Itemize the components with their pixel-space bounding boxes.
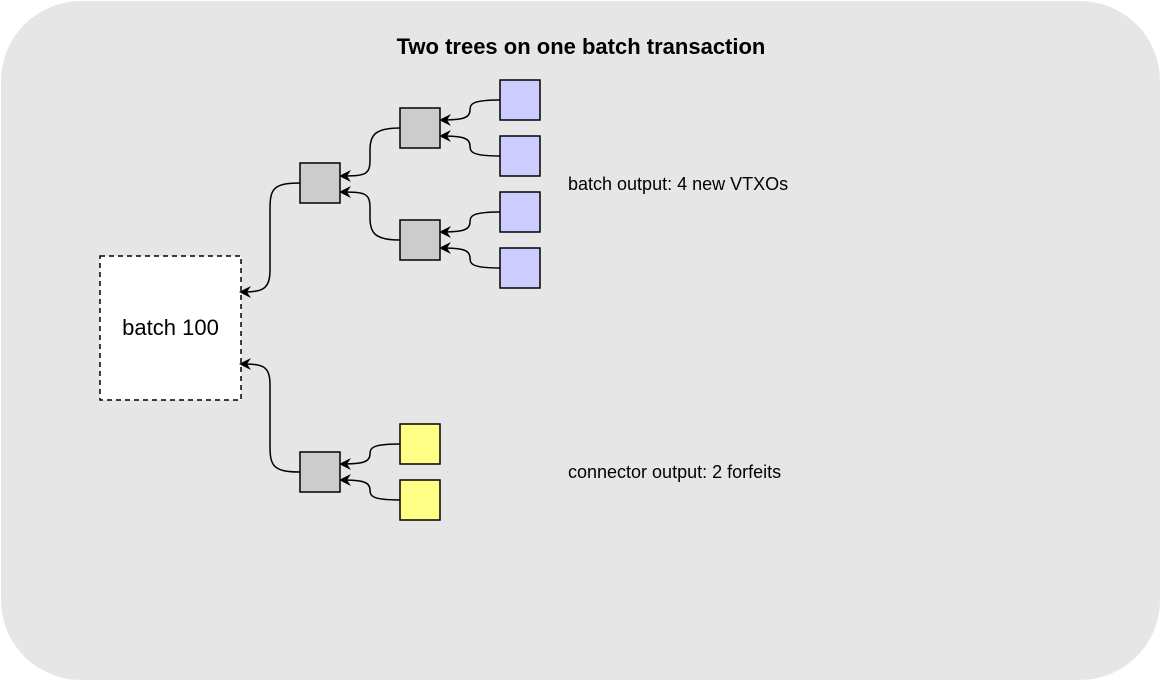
edge-vtxo-4-to-lower-node <box>439 242 501 269</box>
batch-label: batch 100 <box>122 315 219 340</box>
vtxo-leaf-4 <box>499 247 541 289</box>
forfeit-leaf-1 <box>399 423 441 465</box>
vtxo-leaf-1 <box>499 79 541 121</box>
batch-transaction-box <box>99 255 242 401</box>
forfeit-leaf-2 <box>399 479 441 521</box>
edge-vtxo-1-to-upper-node <box>439 99 501 126</box>
edge-vtxo-2-to-upper-node <box>439 130 501 157</box>
batch-output-label: batch output: 4 new VTXOs <box>568 174 789 194</box>
diagram-title: Two trees on one batch transaction <box>396 34 766 59</box>
edge-lower-node-to-root <box>339 186 401 241</box>
edge-upper-node-to-root <box>339 127 401 182</box>
edge-vtxo-3-to-lower-node <box>439 211 501 238</box>
edge-forfeit-2-to-connector-node <box>339 474 401 501</box>
vtxo-leaf-2 <box>499 135 541 177</box>
tree-root-node <box>299 162 341 204</box>
connector-node <box>299 451 341 493</box>
tree-upper-node <box>399 107 441 149</box>
edge-root-to-batch <box>239 182 301 298</box>
connector-output-label: connector output: 2 forfeits <box>568 462 782 482</box>
edge-forfeit-1-to-connector-node <box>339 443 401 470</box>
vtxo-leaf-3 <box>499 191 541 233</box>
tree-lower-node <box>399 219 441 261</box>
edge-connector-node-to-batch <box>239 358 301 473</box>
